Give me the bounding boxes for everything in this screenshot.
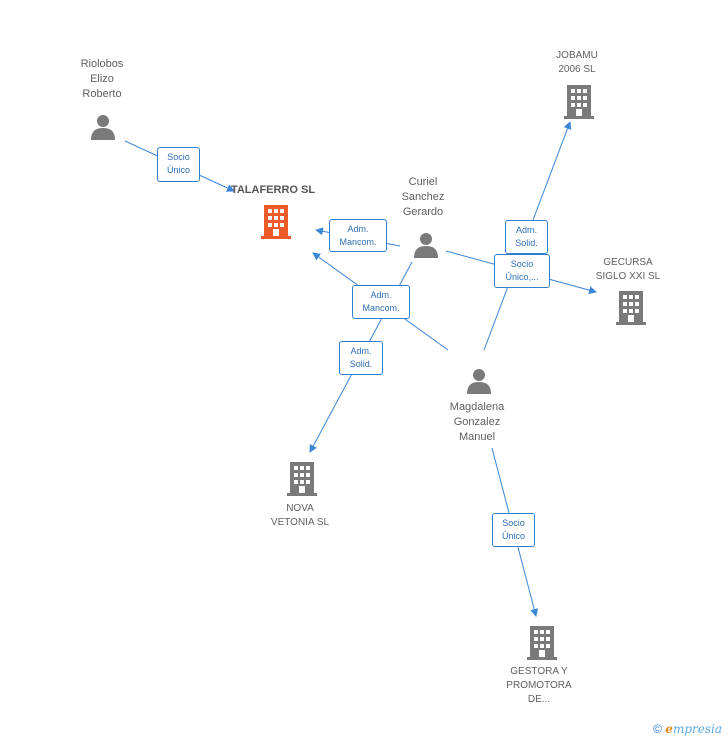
- building-icon[interactable]: [564, 85, 594, 119]
- person-label-riolobos[interactable]: Riolobos Elizo Roberto: [80, 58, 124, 100]
- building-icon[interactable]: [616, 291, 646, 325]
- copyright-icon: ©: [653, 722, 662, 736]
- edge-label-curiel-gecursa[interactable]: Socio Único,...: [494, 254, 550, 288]
- edge-label-curiel-talaferro[interactable]: Adm. Mancom.: [329, 219, 387, 252]
- edge-label-magdalena-gestora[interactable]: Socio Único: [492, 513, 535, 547]
- building-icon[interactable]: [527, 626, 557, 660]
- company-label-nova[interactable]: NOVA VETONIA SL: [270, 503, 330, 528]
- building-icon-main[interactable]: [261, 205, 291, 239]
- footer-brand: © empresia: [653, 722, 722, 736]
- company-label-jobamu[interactable]: JOBAMU 2006 SL: [556, 50, 598, 75]
- edge-label-magdalena-talaferro[interactable]: Adm. Mancom.: [352, 285, 410, 319]
- person-icon[interactable]: [412, 230, 440, 258]
- edge-label-riolobos-talaferro[interactable]: Socio Único: [157, 147, 200, 182]
- person-icon[interactable]: [465, 366, 493, 394]
- edge-label-curiel-nova[interactable]: Adm. Solid.: [339, 341, 383, 375]
- person-label-curiel[interactable]: Curiel Sanchez Gerardo: [401, 176, 445, 218]
- company-label-talaferro[interactable]: TALAFERRO SL: [230, 184, 316, 196]
- company-label-gestora[interactable]: GESTORA Y PROMOTORA DE...: [506, 666, 572, 705]
- person-label-magdalena[interactable]: Magdalena Gonzalez Manuel: [449, 401, 505, 443]
- building-icon[interactable]: [287, 462, 317, 496]
- brand-logo: empresia: [665, 722, 722, 736]
- person-icon[interactable]: [89, 112, 117, 140]
- company-label-gecursa[interactable]: GECURSA SIGLO XXI SL: [595, 257, 661, 282]
- edge-label-magdalena-jobamu[interactable]: Adm. Solid.: [505, 220, 548, 254]
